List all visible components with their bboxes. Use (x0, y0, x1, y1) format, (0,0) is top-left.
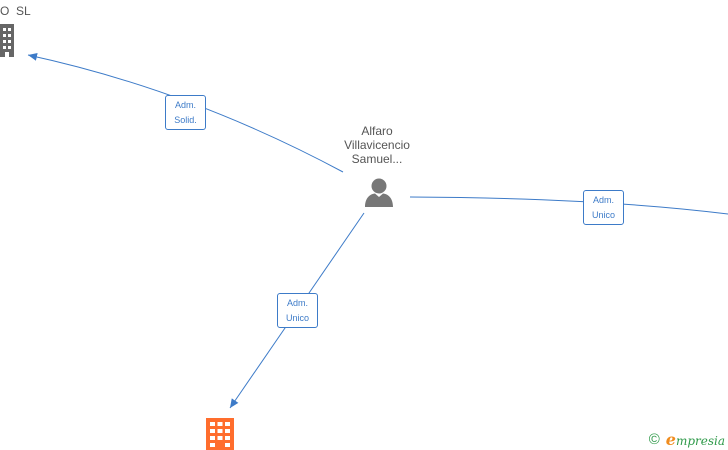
edge-tag-line: Adm. (174, 100, 196, 110)
edge-tag-adm-unico[interactable]: Adm. Unico (277, 293, 318, 328)
top-company-label: O SL (0, 4, 31, 18)
person-label: Alfaro Villavicencio Samuel... (320, 124, 434, 166)
edge-tag-adm-unico[interactable]: Adm. Unico (583, 190, 624, 225)
person-icon[interactable] (364, 177, 394, 208)
building-icon[interactable] (0, 24, 16, 57)
empresia-watermark: © empresia (649, 429, 725, 449)
edge-tag-line: Solid. (174, 115, 197, 125)
edge-line-to-right-company (409, 196, 728, 215)
building-icon[interactable] (206, 418, 234, 450)
copyright-icon: © (648, 430, 660, 448)
edge-tag-adm-solid[interactable]: Adm. Solid. (165, 95, 206, 130)
brand-name: empresia (666, 430, 725, 449)
person-label-line-2: Villavicencio (344, 138, 410, 152)
edge-tag-line: Unico (285, 313, 309, 323)
brand-initial: e (665, 429, 676, 449)
person-label-line-3: Samuel... (351, 152, 403, 166)
edge-tag-line: Unico (591, 210, 615, 220)
edge-tag-line: Adm. (592, 195, 614, 205)
brand-rest: mpresia (675, 433, 725, 448)
person-label-line-1: Alfaro (361, 124, 393, 138)
edge-tag-line: Adm. (286, 298, 308, 308)
